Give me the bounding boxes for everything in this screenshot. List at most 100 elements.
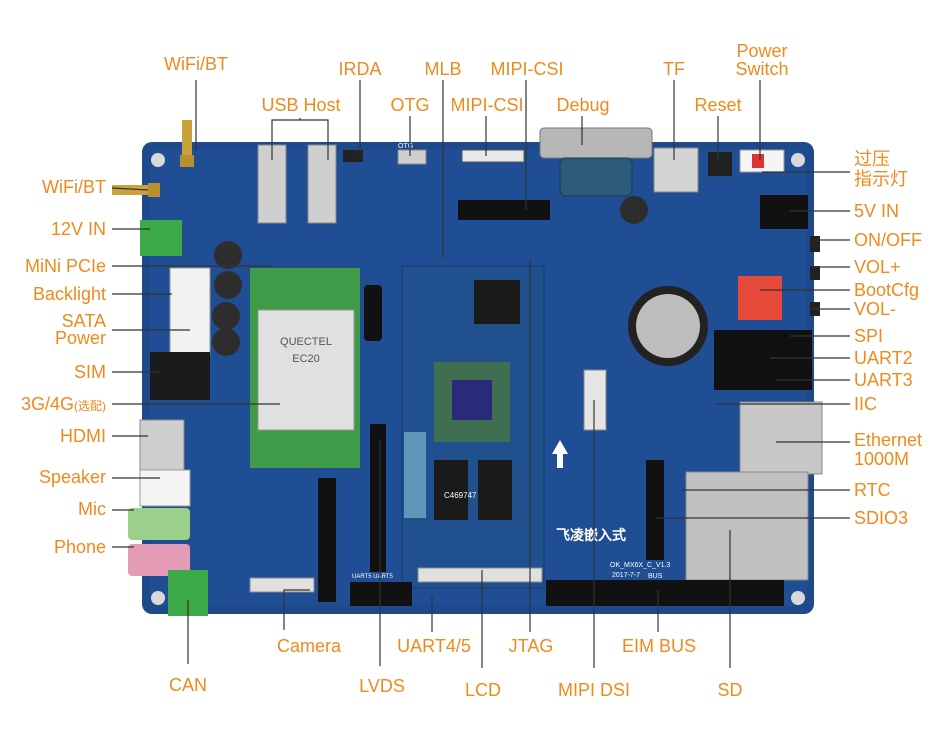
debug-db9 bbox=[539, 127, 653, 159]
label-power-switch-2: Switch bbox=[735, 59, 789, 79]
mipi-csi-header bbox=[458, 200, 550, 220]
label-3g-4g-note: (选配) bbox=[74, 399, 106, 413]
label-mipi-csi-top: MIPI-CSI bbox=[490, 59, 564, 79]
label-sata-power-2: Power bbox=[54, 328, 106, 348]
debug-db9-body bbox=[559, 157, 633, 197]
label-mlb: MLB bbox=[424, 59, 462, 79]
label-wifi-bt-top: WiFi/BT bbox=[164, 54, 228, 74]
label-speaker: Speaker bbox=[38, 467, 106, 487]
mic-jack bbox=[128, 508, 190, 540]
terminal-12v bbox=[140, 220, 182, 256]
label-camera: Camera bbox=[276, 636, 342, 656]
label-overvoltage-1: 过压 bbox=[854, 149, 890, 169]
label-irda: IRDA bbox=[338, 59, 382, 79]
spi-uart-headers bbox=[714, 330, 812, 390]
label-12v-in: 12V IN bbox=[50, 219, 106, 239]
label-mini-pcie: MiNi PCIe bbox=[24, 256, 106, 276]
label-backlight: Backlight bbox=[32, 284, 106, 304]
label-wifi-bt-left: WiFi/BT bbox=[42, 177, 106, 197]
sim-slot bbox=[150, 352, 210, 400]
antenna-icon bbox=[112, 120, 194, 197]
label-sim: SIM bbox=[73, 362, 106, 382]
eim-bus-header bbox=[546, 580, 784, 606]
mount-hole bbox=[791, 591, 805, 605]
label-sd: SD bbox=[717, 680, 743, 700]
speaker-connector bbox=[139, 469, 191, 507]
mipi-dsi-connector bbox=[583, 369, 607, 431]
label-sdio3: SDIO3 bbox=[854, 508, 909, 528]
reset-button bbox=[708, 152, 732, 176]
uart-silk: UART5 UART5 bbox=[352, 574, 393, 580]
label-uart45: UART4/5 bbox=[397, 636, 471, 656]
mipi-csi-connector bbox=[461, 149, 525, 163]
label-lcd: LCD bbox=[464, 680, 501, 700]
mount-hole bbox=[151, 591, 165, 605]
otg-port bbox=[397, 149, 427, 165]
label-mipi-dsi: MIPI DSI bbox=[557, 680, 630, 700]
label-on-off: ON/OFF bbox=[854, 230, 922, 250]
label-power-switch-1: Power bbox=[736, 41, 788, 61]
label-lvds: LVDS bbox=[359, 676, 405, 696]
ethernet-port bbox=[739, 401, 823, 475]
coin-cell-icon bbox=[628, 286, 708, 366]
sd-slot bbox=[685, 471, 809, 581]
module-model: EC20 bbox=[292, 353, 320, 365]
label-3g-4g: 3G/4G(选配) bbox=[2, 395, 106, 416]
label-eim-bus: EIM BUS bbox=[621, 636, 696, 656]
lte-module bbox=[257, 309, 355, 431]
camera-header bbox=[318, 478, 336, 602]
label-overvoltage-2: 指示灯 bbox=[854, 169, 908, 189]
sata-power-connector bbox=[169, 267, 211, 355]
phone-jack bbox=[128, 544, 190, 576]
label-phone: Phone bbox=[53, 537, 106, 557]
label-hdmi: HDMI bbox=[60, 426, 106, 446]
tf-slot bbox=[653, 147, 699, 193]
irda-sensor bbox=[343, 150, 363, 162]
label-can: CAN bbox=[168, 675, 207, 695]
label-mipi-csi-second: MIPI-CSI bbox=[450, 95, 524, 115]
label-3g-4g-main: 3G/4G bbox=[20, 394, 74, 414]
label-usb-host: USB Host bbox=[261, 95, 341, 115]
usb-host-port bbox=[307, 144, 337, 224]
hdmi-port bbox=[139, 419, 185, 471]
label-tf: TF bbox=[663, 59, 685, 79]
camera-connector bbox=[249, 577, 315, 593]
sdio3-header bbox=[646, 460, 664, 560]
label-reset: Reset bbox=[694, 95, 742, 115]
arrow-up-icon bbox=[552, 440, 568, 468]
model-silk: OK_MX6X_C_V1.3 bbox=[610, 562, 670, 569]
label-5v-in: 5V IN bbox=[854, 201, 900, 221]
label-uart2: UART2 bbox=[854, 348, 913, 368]
brand-silk: 飞凌嵌入式 bbox=[556, 527, 626, 544]
vol-plus-button bbox=[810, 266, 820, 280]
label-otg: OTG bbox=[390, 95, 430, 115]
date-silk: 2017-7-7 bbox=[612, 572, 640, 579]
label-vol-plus: VOL+ bbox=[854, 257, 901, 277]
som-id: C469747 bbox=[444, 491, 477, 500]
dc-jack-5v bbox=[760, 195, 808, 229]
label-uart3: UART3 bbox=[854, 370, 913, 390]
on-off-button bbox=[810, 236, 820, 252]
label-spi: SPI bbox=[854, 326, 884, 346]
label-rtc: RTC bbox=[854, 480, 891, 500]
otg-silk: OTG bbox=[398, 143, 413, 150]
lvds-header bbox=[370, 424, 386, 572]
bootcfg-dip bbox=[738, 276, 782, 320]
label-mic: Mic bbox=[78, 499, 106, 519]
module-logo: QUECTEL bbox=[280, 336, 332, 348]
label-ethernet-2: 1000M bbox=[854, 449, 910, 469]
uart45-header bbox=[350, 582, 412, 606]
label-vol-minus: VOL- bbox=[854, 299, 897, 319]
mount-hole bbox=[151, 153, 165, 167]
label-bootcfg: BootCfg bbox=[854, 280, 920, 300]
usb-host-port bbox=[257, 144, 287, 224]
label-jtag: JTAG bbox=[508, 636, 554, 656]
label-debug: Debug bbox=[556, 95, 610, 115]
mount-hole bbox=[791, 153, 805, 167]
lcd-connector bbox=[417, 567, 543, 583]
label-sata-power-1: SATA bbox=[61, 311, 106, 331]
leader-lines bbox=[111, 80, 850, 668]
bus-silk: BUS bbox=[648, 573, 663, 580]
